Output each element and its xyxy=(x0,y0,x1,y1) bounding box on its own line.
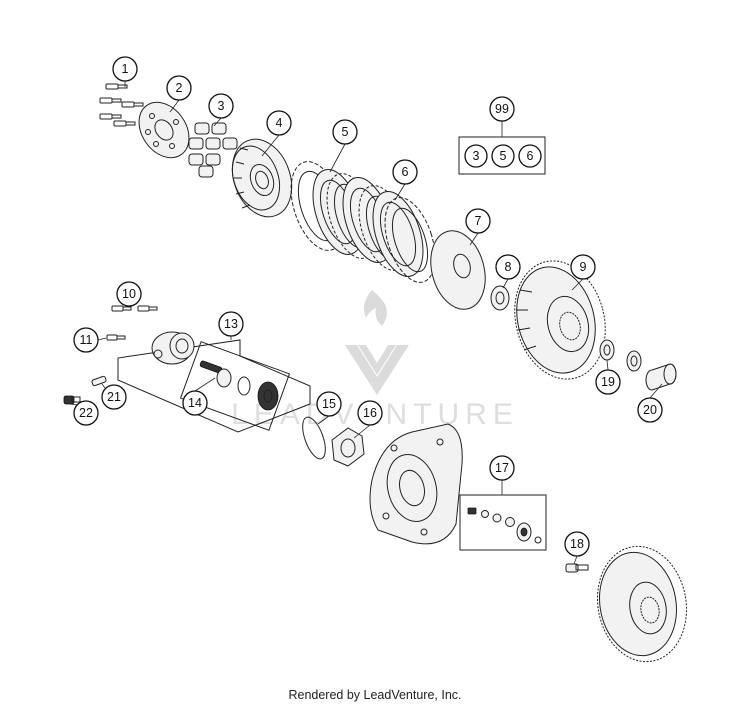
kit-99-item-3: 3 xyxy=(464,144,488,168)
part-bolts-1 xyxy=(99,83,144,127)
part-fitting-21 xyxy=(91,375,107,387)
svg-text:5: 5 xyxy=(500,149,507,163)
svg-text:14: 14 xyxy=(188,396,202,410)
svg-text:13: 13 xyxy=(224,317,238,331)
footer-credit: Rendered by LeadVenture, Inc. xyxy=(288,688,462,702)
part-shaft-14 xyxy=(199,360,279,411)
svg-text:15: 15 xyxy=(322,397,336,411)
svg-text:3: 3 xyxy=(218,99,225,113)
callout-22: 22 xyxy=(73,400,99,426)
callout-14: 14 xyxy=(182,390,208,416)
svg-text:18: 18 xyxy=(570,537,584,551)
part-springs-3 xyxy=(188,122,238,178)
kit-box-14 xyxy=(179,341,291,431)
svg-text:22: 22 xyxy=(79,406,93,420)
part-clutch-basket-9 xyxy=(514,260,606,380)
callout-11: 11 xyxy=(73,327,99,353)
part-bushing-20 xyxy=(645,363,677,391)
svg-text:17: 17 xyxy=(495,461,509,475)
svg-text:5: 5 xyxy=(342,125,349,139)
callout-2: 2 xyxy=(166,75,192,101)
part-washer-8 xyxy=(490,285,510,311)
callout-3: 3 xyxy=(208,93,234,119)
kit-box-17 xyxy=(459,494,547,551)
svg-text:19: 19 xyxy=(601,375,615,389)
callout-99: 99 xyxy=(489,96,515,122)
kit-box-13 xyxy=(117,339,311,433)
part-inner-hub-4 xyxy=(231,138,293,218)
svg-text:99: 99 xyxy=(495,102,509,116)
callout-9: 9 xyxy=(570,254,596,280)
callout-10: 10 xyxy=(116,281,142,307)
svg-text:2: 2 xyxy=(176,81,183,95)
svg-text:10: 10 xyxy=(122,287,136,301)
svg-text:21: 21 xyxy=(107,390,121,404)
part-pressure-plate-2 xyxy=(138,101,190,159)
svg-text:1: 1 xyxy=(122,62,129,76)
svg-text:7: 7 xyxy=(475,214,482,228)
part-release-kit-17 xyxy=(467,507,542,544)
callout-19: 19 xyxy=(595,369,621,395)
part-o-ring-15 xyxy=(302,416,326,460)
callout-20: 20 xyxy=(637,397,663,423)
callout-15: 15 xyxy=(316,391,342,417)
callout-16: 16 xyxy=(357,400,383,426)
callout-8: 8 xyxy=(495,254,521,280)
svg-text:3: 3 xyxy=(473,149,480,163)
callout-17: 17 xyxy=(489,455,515,481)
callout-5: 5 xyxy=(332,119,358,145)
leader-lines xyxy=(69,81,663,565)
part-cover-13 xyxy=(151,331,195,365)
part-bolt-18 xyxy=(565,563,589,573)
svg-text:6: 6 xyxy=(402,165,409,179)
kit-99-item-6: 6 xyxy=(518,144,542,168)
svg-text:9: 9 xyxy=(580,260,587,274)
part-screw-22 xyxy=(63,395,81,405)
part-bearings-19 xyxy=(599,339,642,372)
part-bolt-11 xyxy=(106,334,126,341)
part-bolts-10 xyxy=(111,305,158,312)
callout-18: 18 xyxy=(564,531,590,557)
svg-text:6: 6 xyxy=(527,149,534,163)
callout-21: 21 xyxy=(101,384,127,410)
svg-text:11: 11 xyxy=(80,333,93,347)
svg-text:8: 8 xyxy=(505,260,512,274)
callout-6: 6 xyxy=(392,159,418,185)
svg-text:16: 16 xyxy=(363,406,377,420)
part-disc-7 xyxy=(430,230,486,310)
svg-text:20: 20 xyxy=(643,403,657,417)
kit-99-item-5: 5 xyxy=(491,144,515,168)
callout-1: 1 xyxy=(112,56,138,82)
watermark-logo xyxy=(345,290,409,395)
callout-7: 7 xyxy=(465,208,491,234)
callout-4: 4 xyxy=(266,110,292,136)
part-clutch-basket-lower xyxy=(597,545,687,663)
svg-text:4: 4 xyxy=(276,116,283,130)
callout-13: 13 xyxy=(218,311,244,337)
part-gasket-16 xyxy=(331,427,365,467)
part-clutch-cover xyxy=(369,423,463,545)
